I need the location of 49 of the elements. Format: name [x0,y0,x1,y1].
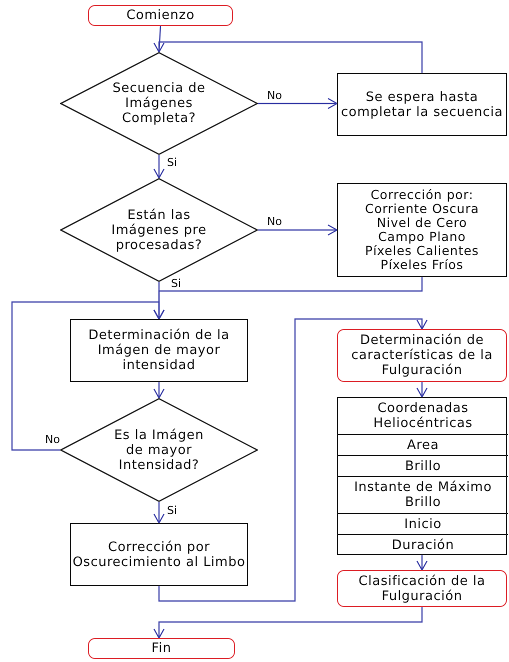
terminal-box [337,329,507,382]
box-label: Están las Imágenes pre procesadas? [110,208,208,252]
box-label: Fin [152,641,172,656]
process-box [70,523,248,586]
process-box [337,183,507,277]
box-label: Determinación de la Imágen de mayor intensidad [87,328,231,373]
list-item: Píxeles Calientes [365,244,479,258]
box-label: Corrección por Oscurecimiento al Limbo [72,540,246,570]
process-box [337,73,507,136]
box-label: Instante de Máximo Brillo [353,480,493,510]
flow-arrow [153,607,423,639]
flow-arrow [258,98,338,110]
flow-arrow [416,555,428,571]
box-label: Brillo [404,458,442,474]
box-label: Coordenadas Heliocéntricas [372,401,474,431]
edge-label: Si [170,278,182,290]
list-item: Campo Plano [378,230,466,244]
terminal-box [88,638,235,659]
flow-arrow [153,155,165,179]
edge-label: No [44,434,61,446]
box-label: Comienzo [126,8,195,23]
box-label: Inicio [404,516,442,532]
edge-label: Si [166,157,178,169]
terminal-box [88,5,233,26]
flow-arrow [153,382,165,399]
box-label: Se espera hasta completar la secuencia [340,90,504,120]
connector-line [158,26,162,52]
flow-arrow [158,318,428,602]
box-label: Es la Imágen de mayor Intensidad? [113,428,205,472]
edge-label: No [266,90,283,102]
box-label: Clasificación de la Fulguración [358,574,486,604]
list-item: Nivel de Cero [376,216,468,230]
box-label: Duración [392,538,454,553]
edge-label: No [266,216,283,228]
terminal-box [337,570,507,607]
flow-arrow [153,41,423,73]
list-item: Corriente Oscura [364,202,480,216]
process-box [70,319,248,382]
flow-arrow [153,502,165,524]
flow-arrow [11,301,165,451]
box-label: Determinación de características de la Fulguración [350,333,494,378]
flow-arrow [258,224,338,236]
flow-arrow [416,382,428,398]
list-item: Píxeles Fríos [380,258,464,272]
table-box [337,397,507,555]
box-label: Area [407,438,439,452]
edge-label: Si [166,505,178,517]
box-label: Secuencia de Imágenes Completa? [112,81,206,126]
box-heading: Corrección por: [370,188,474,202]
